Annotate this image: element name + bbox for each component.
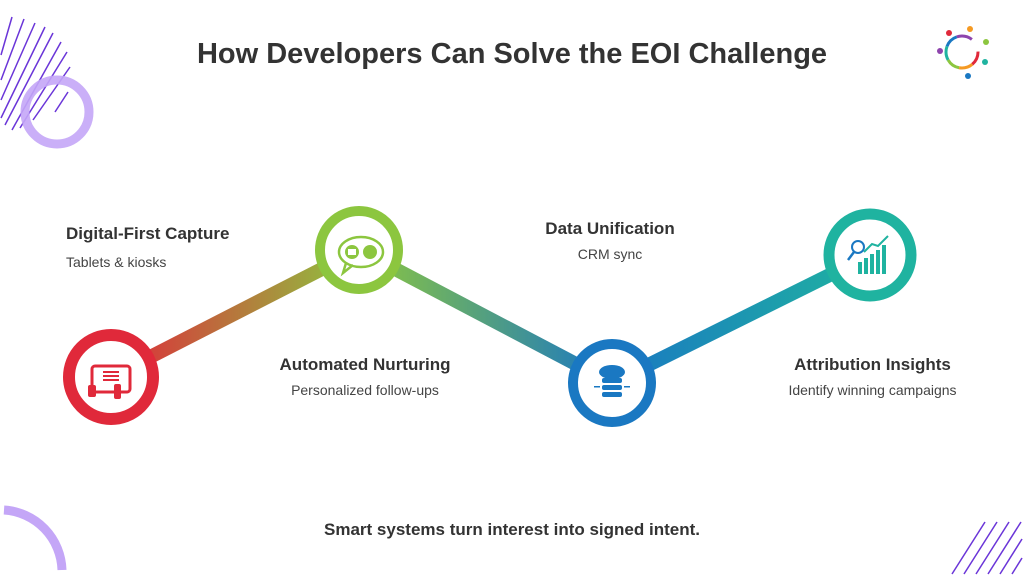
brand-logo — [937, 26, 989, 79]
decorative-stripes-top-left — [0, 16, 71, 131]
step-2-title: Automated Nurturing — [279, 355, 451, 374]
connector-3 — [608, 248, 874, 390]
step-1-subtitle: Tablets & kiosks — [66, 254, 167, 270]
step-node-4 — [823, 208, 917, 302]
decorative-ring-bottom-left — [3, 505, 67, 571]
step-1-title: Digital-First Capture — [66, 224, 230, 243]
step-2-subtitle: Personalized follow-ups — [291, 382, 439, 398]
chat-mail-phone-icon — [337, 235, 385, 277]
step-node-2 — [315, 206, 403, 294]
step-3-subtitle: CRM sync — [577, 246, 643, 262]
step-3-title: Data Unification — [545, 219, 675, 238]
decorative-stripes-bottom-right — [951, 521, 1023, 575]
step-node-1 — [63, 329, 159, 425]
cloud-database-icon — [594, 365, 630, 397]
analytics-chart-icon — [847, 235, 889, 274]
connector-2 — [355, 243, 616, 390]
step-node-3 — [568, 339, 656, 427]
page-title: How Developers Can Solve the EOI Challen… — [196, 38, 828, 70]
decorative-ring-top-left — [20, 75, 94, 149]
step-4-title: Attribution Insights — [794, 355, 951, 374]
tablet-touch-icon — [88, 364, 132, 399]
step-4-subtitle: Identify winning campaigns — [788, 382, 957, 398]
footer-tagline: Smart systems turn interest into signed … — [324, 520, 700, 539]
